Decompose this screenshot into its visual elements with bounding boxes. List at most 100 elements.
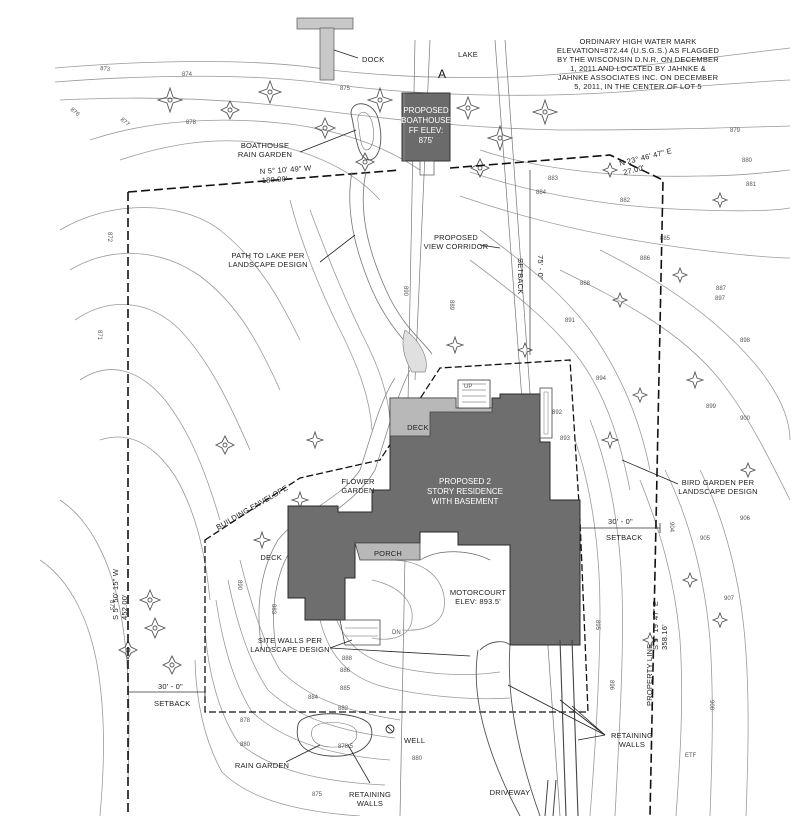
tree-symbol <box>143 616 167 640</box>
boathouse-rain-garden-label-1: BOATHOUSE <box>241 141 289 150</box>
retaining-walls-right-1: RETAINING <box>611 731 653 740</box>
motorcourt-label-2: ELEV: 893.5' <box>455 597 501 606</box>
porch-label: PORCH <box>374 549 402 558</box>
setback-75-label: 75' - 0" <box>536 255 545 280</box>
tree-symbol <box>445 335 465 355</box>
tree-symbol <box>257 79 283 105</box>
tree-symbol <box>531 98 559 126</box>
deck-west-label: DECK <box>260 553 282 562</box>
contour-label: 885 <box>660 236 671 242</box>
tree-symbol <box>313 116 337 140</box>
contour-label: 890 <box>236 580 242 591</box>
contour-label: 882 <box>620 198 631 204</box>
contour-label: 891 <box>565 318 576 324</box>
motorcourt-label-1: MOTORCOURT <box>450 588 507 597</box>
residence-label-3: WITH BASEMENT <box>432 497 499 506</box>
contour-label: 883 <box>548 176 559 182</box>
well-label: WELL <box>404 736 425 745</box>
contour-label: 872 <box>106 232 112 243</box>
boathouse-rain-garden-label-2: RAIN GARDEN <box>238 150 292 159</box>
tree-symbol <box>252 530 272 550</box>
contour-labels: 873 874 875 876 877 878 879 880 881 882 … <box>69 66 757 798</box>
site-walls <box>329 619 471 657</box>
path-to-lake <box>319 171 433 361</box>
bearing-north-2: 180.00' <box>262 174 289 185</box>
boathouse-rain-garden <box>299 103 382 161</box>
contour-label: 871 <box>96 330 102 341</box>
tree-symbol <box>601 161 619 179</box>
contour-label: 896 <box>608 680 614 691</box>
tree-symbol <box>161 654 183 676</box>
contour-label: 904 <box>668 522 674 533</box>
up-label: UP <box>464 384 472 390</box>
rain-garden <box>285 713 373 763</box>
retaining-walls-bottom-leader <box>347 744 371 784</box>
contour-label: 880 <box>412 756 423 762</box>
view-corridor-leader <box>479 244 501 249</box>
tree-symbol <box>739 461 757 479</box>
water-mark-line-2: ELEVATION=872.44 (U.S.G.S.) AS FLAGGED <box>557 46 720 55</box>
retaining-walls-bottom-1: RETAINING <box>349 790 391 799</box>
contour-label: 880 <box>240 742 251 748</box>
contour-label: 878 <box>240 718 251 724</box>
property-line <box>127 154 664 816</box>
contour-label: 888 <box>580 281 591 287</box>
contour-label: 890 <box>402 286 408 297</box>
contour-label: 906 <box>740 516 751 522</box>
contour-label: 889 <box>448 300 454 311</box>
contour-label: 881 <box>746 182 757 188</box>
boathouse <box>401 92 451 176</box>
tree-symbol <box>600 430 620 450</box>
bearing-west-2: 452.00' <box>120 594 129 620</box>
building-envelope-label: BUILDING ENVELOPE <box>215 483 290 531</box>
path-to-lake-label-1: PATH TO LAKE PER <box>231 251 304 260</box>
tree-symbol <box>214 434 236 456</box>
driveway <box>475 639 579 816</box>
bearing-north-1: N 5° 10' 49" W <box>260 163 313 176</box>
well-symbol <box>385 724 395 734</box>
contour-label: 907 <box>724 596 735 602</box>
lake-label: LAKE <box>458 50 478 59</box>
contour-label: 878.5 <box>338 744 354 750</box>
boathouse-label-1: PROPOSED <box>403 106 449 115</box>
contour-label: 898 <box>740 338 751 344</box>
contour-label: 885 <box>340 686 351 692</box>
residence-label-1: PROPOSED 2 <box>439 477 492 486</box>
contour-label: 882 <box>338 706 349 712</box>
contour-label: 892 <box>552 410 563 416</box>
water-mark-line-5: JAHNKE ASSOCIATES INC. ON DECEMBER <box>558 73 719 82</box>
contour-label: 875 <box>312 792 323 798</box>
contour-label: 893 <box>560 436 571 442</box>
tree-symbol <box>156 86 184 114</box>
bearing-west-1: S 5° 50' 15" W <box>111 568 120 620</box>
contour-label: 880 <box>742 158 753 164</box>
rain-garden-label: RAIN GARDEN <box>235 761 289 770</box>
contour-label: 874 <box>182 72 193 78</box>
tree-symbol <box>711 191 729 209</box>
tree-symbol <box>219 99 241 121</box>
retaining-walls-bottom-2: WALLS <box>357 799 383 808</box>
deck-upper-label: DECK <box>407 423 429 432</box>
driveway-label: DRIVEWAY <box>490 788 531 797</box>
tree-symbol <box>305 430 325 450</box>
building-envelope <box>204 359 589 713</box>
dn-label: DN <box>392 630 401 636</box>
contour-label: 879 <box>730 128 741 134</box>
contour-label: 897 <box>715 296 726 302</box>
bearing-east-1: S 5° 19' 47" E <box>651 601 660 650</box>
setback-east-label: SETBACK <box>606 533 642 542</box>
water-mark-note: ORDINARY HIGH WATER MARK ELEVATION=872.4… <box>557 37 720 91</box>
water-mark-line-1: ORDINARY HIGH WATER MARK <box>579 37 696 46</box>
residence-label-2: STORY RESIDENCE <box>427 487 503 496</box>
property-line-label: PROPERTY LINE <box>645 644 654 706</box>
tree-symbol <box>681 571 699 589</box>
water-mark-line-6: 5, 2011, IN THE CENTER OF LOT 5 <box>574 82 702 91</box>
tree-symbol <box>516 341 534 359</box>
contour-label: 886 <box>640 256 651 262</box>
contour-label: 886 <box>340 668 351 674</box>
contour-label: 876 <box>69 107 81 118</box>
water-mark-line-4: 1, 2011 AND LOCATED BY JAHNKE & <box>570 64 706 73</box>
retaining-walls-right-2: WALLS <box>619 740 645 749</box>
site-walls-label-1: SITE WALLS PER <box>258 636 323 645</box>
